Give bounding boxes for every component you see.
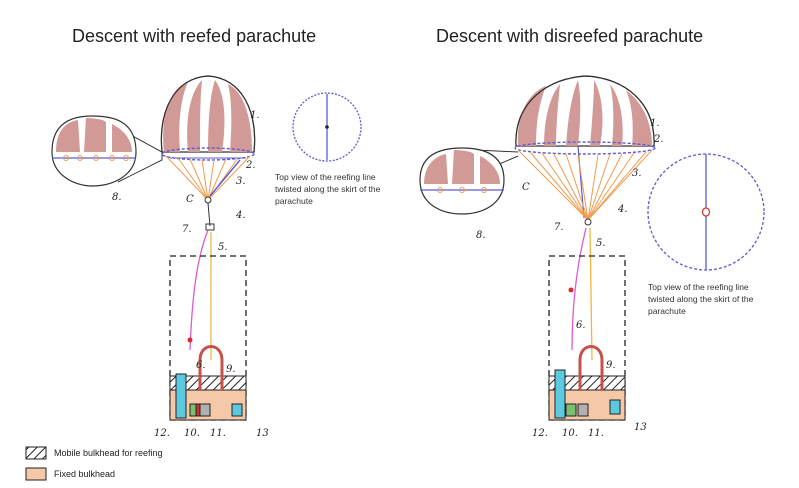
disreefed-parachute: Top view of the reefing line twisted alo…	[419, 75, 765, 421]
legend-fixed-swatch	[25, 467, 47, 481]
label-12-right: 12.	[532, 428, 548, 439]
label-5-left: 5.	[218, 242, 228, 253]
caption-disreefed-2: twisted along the skirt of the	[648, 294, 754, 304]
label-6-right: 6.	[576, 320, 586, 331]
label-11-left: 11.	[210, 428, 226, 439]
caption-reefed-3: parachute	[275, 196, 313, 206]
disreefed-suspension-lines	[517, 149, 653, 221]
label-7-left: 7.	[182, 224, 192, 235]
label-10-left: 10.	[184, 428, 200, 439]
reefed-canopy	[160, 75, 256, 161]
label-c-left: C	[186, 194, 194, 205]
label-2-left: 2.	[245, 160, 256, 171]
label-8-right: 8.	[476, 230, 486, 241]
label-12-left: 12.	[154, 428, 170, 439]
disreefed-top-view	[647, 153, 765, 271]
label-3-left: 3.	[236, 176, 246, 187]
caption-disreefed-3: parachute	[648, 306, 686, 316]
label-9-left: 9.	[226, 364, 236, 375]
reefed-suspension-lines	[165, 155, 251, 201]
label-5-right: 5.	[596, 238, 606, 249]
label-2-right: 2.	[653, 134, 664, 145]
legend: Mobile bulkhead for reefing Fixed bulkhe…	[25, 446, 163, 481]
reefed-top-view	[292, 92, 362, 162]
label-10-right: 10.	[562, 428, 578, 439]
label-4-right: 4.	[617, 204, 628, 215]
label-13-right: 13	[634, 422, 647, 433]
label-3-right: 3.	[632, 168, 642, 179]
caption-disreefed-1: Top view of the reefing line	[648, 282, 749, 292]
label-1-right: 1.	[650, 118, 660, 129]
disreefed-zoom-bubble	[419, 147, 505, 215]
title-disreefed: Descent with disreefed parachute	[436, 26, 703, 46]
label-8-left: 8.	[112, 192, 122, 203]
label-4-left: 4.	[235, 210, 246, 221]
reefed-zoom-bubble	[51, 115, 137, 187]
legend-mobile-swatch	[25, 446, 47, 460]
label-13-left: 13	[256, 428, 269, 439]
label-1-left: 1.	[250, 110, 260, 121]
caption-reefed-2: twisted along the skirt of the	[275, 184, 381, 194]
legend-fixed-label: Fixed bulkhead	[54, 469, 115, 479]
numbered-labels: 1. 2. 3. 4. 5. 6. 7. 8. 9. 10. 11. 12. 1…	[112, 110, 664, 439]
legend-mobile-label: Mobile bulkhead for reefing	[54, 448, 163, 458]
label-7-right: 7.	[554, 222, 564, 233]
caption-reefed-1: Top view of the reefing line	[275, 172, 376, 182]
reefed-parachute: Top view of the reefing line twisted alo…	[51, 75, 381, 421]
label-6-left: 6.	[196, 360, 206, 371]
label-9-right: 9.	[606, 360, 616, 371]
title-reefed: Descent with reefed parachute	[72, 26, 316, 46]
disreefed-canopy	[514, 75, 656, 219]
label-c-right: C	[522, 182, 530, 193]
label-11-right: 11.	[588, 428, 604, 439]
